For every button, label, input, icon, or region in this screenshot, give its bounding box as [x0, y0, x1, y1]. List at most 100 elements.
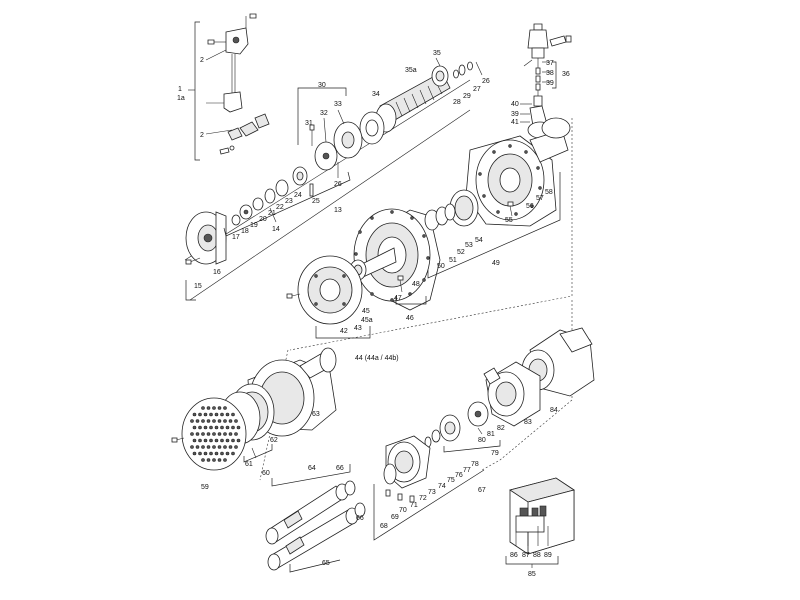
label-18: 18 — [241, 228, 249, 235]
label-75: 75 — [447, 477, 455, 484]
label-46: 46 — [406, 315, 414, 322]
label-68: 68 — [380, 523, 388, 530]
label-45: 45 — [362, 308, 370, 315]
label-45a: 45a — [361, 317, 373, 324]
strainer-hole — [201, 419, 205, 423]
label-77: 77 — [463, 467, 471, 474]
label-31: 31 — [305, 120, 313, 127]
strainer-hole — [209, 425, 213, 430]
label-51: 51 — [449, 257, 457, 264]
label-47: 47 — [394, 295, 402, 302]
strainer-hole — [198, 438, 202, 443]
strainer-housing — [171, 347, 337, 481]
strainer-hole — [201, 432, 205, 436]
label-62: 62 — [270, 437, 278, 444]
label-23: 23 — [285, 198, 293, 205]
label-26-bottom: 26 — [334, 181, 342, 188]
strainer-hole — [223, 445, 227, 449]
strainer-hole — [231, 412, 235, 417]
shaft-assembly — [184, 57, 483, 301]
label-38: 38 — [546, 70, 554, 77]
label-14: 14 — [272, 226, 280, 233]
part-labels: 1 1a 2 2 30 31 32 33 34 35 35a 26 27 28 … — [177, 50, 570, 578]
label-29: 29 — [463, 93, 471, 100]
strainer-hole — [225, 425, 230, 430]
label-56: 56 — [526, 203, 534, 210]
label-86: 86 — [510, 552, 518, 559]
strainer-hole — [195, 419, 200, 423]
strainer-hole — [209, 438, 213, 443]
label-64: 64 — [308, 465, 316, 472]
label-60: 60 — [262, 470, 270, 477]
label-34: 34 — [372, 91, 380, 98]
label-52: 52 — [457, 249, 465, 256]
strainer-hole — [220, 438, 224, 443]
strainer-hole — [212, 406, 216, 410]
strainer-hole — [228, 419, 233, 423]
label-20: 20 — [259, 216, 267, 223]
strainer-hole — [231, 438, 235, 443]
strainer-hole — [206, 445, 211, 449]
strainer-hole — [217, 432, 222, 436]
strainer-hole — [234, 419, 238, 423]
label-65: 65 — [322, 560, 330, 567]
strainer-hole — [231, 425, 235, 430]
label-39-top: 39 — [546, 80, 554, 87]
strainer-hole — [225, 412, 230, 417]
label-59: 59 — [201, 484, 209, 491]
label-19: 19 — [250, 222, 258, 229]
strainer-hole — [225, 451, 230, 456]
strainer-hole — [236, 425, 241, 430]
label-58: 58 — [545, 189, 553, 196]
label-54: 54 — [475, 237, 483, 244]
strainer-hole — [212, 458, 216, 462]
label-26-top: 26 — [482, 78, 490, 85]
strainer-hole — [209, 412, 213, 417]
strainer-hole — [198, 451, 202, 456]
strainer-hole — [190, 432, 194, 436]
strainer-hole — [198, 412, 202, 417]
label-55: 55 — [505, 217, 513, 224]
strainer-hole — [223, 458, 227, 462]
strainer-hole — [192, 451, 197, 456]
strainer-hole — [212, 419, 216, 423]
strainer-hole — [212, 445, 216, 449]
strainer-hole — [192, 425, 197, 430]
label-50: 50 — [437, 263, 445, 270]
label-1: 1 — [178, 86, 182, 93]
label-25: 25 — [312, 198, 320, 205]
strainer-hole — [190, 445, 194, 449]
strainer-hole — [214, 412, 219, 417]
label-27: 27 — [473, 86, 481, 93]
label-73: 73 — [428, 489, 436, 496]
strainer-hole — [214, 425, 219, 430]
label-66-top: 66 — [336, 465, 344, 472]
strainer-hole — [214, 438, 219, 443]
label-21: 21 — [268, 210, 276, 217]
strainer-hole — [212, 432, 216, 436]
strainer-hole — [223, 432, 227, 436]
label-33: 33 — [334, 101, 342, 108]
label-41: 41 — [511, 119, 519, 126]
label-78: 78 — [471, 461, 479, 468]
label-76: 76 — [455, 472, 463, 479]
strainer-hole — [231, 451, 235, 456]
label-89: 89 — [544, 552, 552, 559]
label-43: 43 — [354, 325, 362, 332]
hose-assembly — [265, 464, 366, 573]
label-2-top: 2 — [200, 57, 204, 64]
strainer-hole — [214, 451, 219, 456]
strainer-hole — [203, 412, 208, 417]
label-72: 72 — [419, 495, 427, 502]
label-15: 15 — [194, 283, 202, 290]
strainer-hole — [234, 445, 238, 449]
label-69: 69 — [391, 514, 399, 521]
strainer-hole — [198, 425, 202, 430]
label-66-bottom: 66 — [356, 515, 364, 522]
label-85: 85 — [528, 571, 536, 578]
strainer-hole — [206, 458, 211, 462]
strainer-hole — [217, 419, 222, 423]
strainer-hole — [234, 432, 238, 436]
label-40: 40 — [511, 101, 519, 108]
